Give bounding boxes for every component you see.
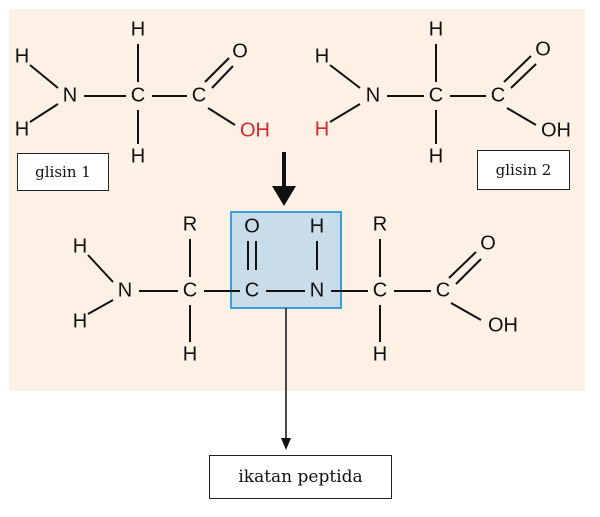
- g2-h-below-carbon: H: [429, 145, 443, 167]
- g2-h-above-carbon: H: [429, 18, 443, 40]
- dp-r-group-2: R: [373, 213, 387, 235]
- glycine-1-label: glisin 1: [17, 153, 109, 191]
- g1-h-below-carbon: H: [131, 145, 145, 167]
- g1-h-bottom-left: H: [15, 118, 29, 140]
- dp-hydroxyl: OH: [488, 314, 518, 336]
- g1-carbonyl-oxygen: O: [232, 40, 248, 62]
- dp-carboxyl-carbon: C: [436, 279, 450, 301]
- dp-nitrogen-1: N: [118, 279, 132, 301]
- g2-nitrogen: N: [366, 84, 380, 106]
- dp-carbonyl-carbon: C: [245, 279, 259, 301]
- g2-hydrogen-leaving: H: [315, 118, 329, 140]
- dp-h-bottom-left: H: [73, 310, 87, 332]
- dp-r-group-1: R: [183, 213, 197, 235]
- diagram-background: [9, 9, 585, 391]
- g2-hydroxyl: OH: [541, 119, 571, 141]
- g1-nitrogen: N: [63, 84, 77, 106]
- glycine-2-structure: H H N C H H C O OH: [315, 18, 571, 167]
- dp-h-top-left: H: [73, 235, 87, 257]
- g1-alpha-carbon: C: [131, 84, 145, 106]
- dp-amide-nitrogen: N: [310, 279, 324, 301]
- g2-carboxyl-carbon: C: [491, 84, 505, 106]
- dp-carbonyl-oxygen: O: [244, 215, 260, 237]
- g2-carbonyl-oxygen: O: [535, 38, 551, 60]
- dp-h-below-carbon-1: H: [183, 343, 197, 365]
- peptide-bond-pointer: [281, 308, 291, 450]
- dp-carboxyl-oxygen: O: [480, 232, 496, 254]
- dp-amide-hydrogen: H: [310, 215, 324, 237]
- g2-alpha-carbon: C: [429, 84, 443, 106]
- g1-hydroxyl-leaving: OH: [240, 119, 270, 141]
- peptide-bond-label: ikatan peptida: [209, 455, 392, 499]
- dipeptide-structure: H H N C R H C O N H C R H C O OH: [73, 213, 518, 365]
- g1-carboxyl-carbon: C: [192, 84, 206, 106]
- g1-h-top-left: H: [15, 45, 29, 67]
- glycine-2-label: glisin 2: [477, 150, 570, 190]
- reaction-arrow: [272, 152, 296, 206]
- g1-h-above-carbon: H: [131, 18, 145, 40]
- g2-h-top-left: H: [315, 45, 329, 67]
- glycine-1-structure: H H N C H H C O OH: [15, 18, 270, 167]
- dp-alpha-carbon-1: C: [183, 279, 197, 301]
- dp-h-below-carbon-2: H: [373, 343, 387, 365]
- dp-alpha-carbon-2: C: [373, 279, 387, 301]
